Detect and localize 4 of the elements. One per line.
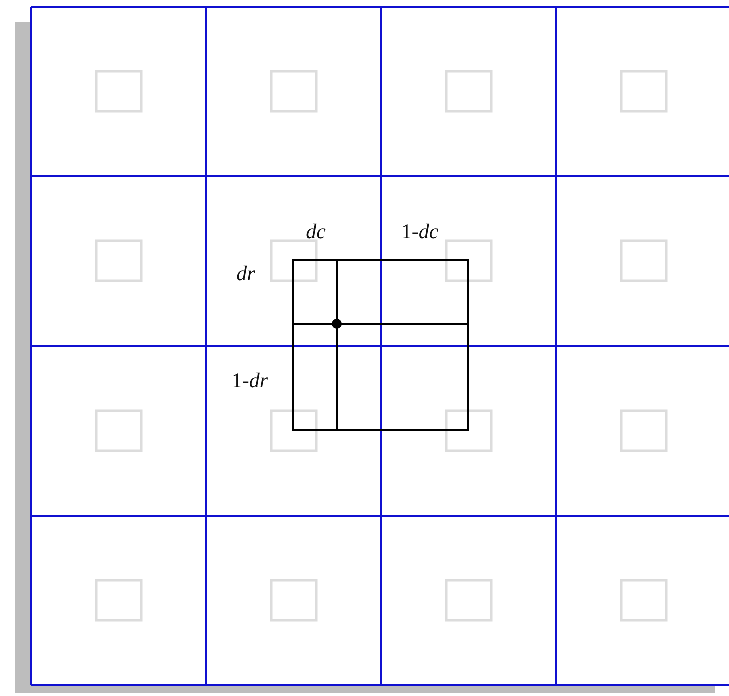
- offset-label: 1-dc: [401, 220, 439, 244]
- offset-label: 1-dr: [232, 368, 268, 394]
- offset-label: dc: [306, 220, 326, 244]
- offset-label: dr: [236, 262, 256, 286]
